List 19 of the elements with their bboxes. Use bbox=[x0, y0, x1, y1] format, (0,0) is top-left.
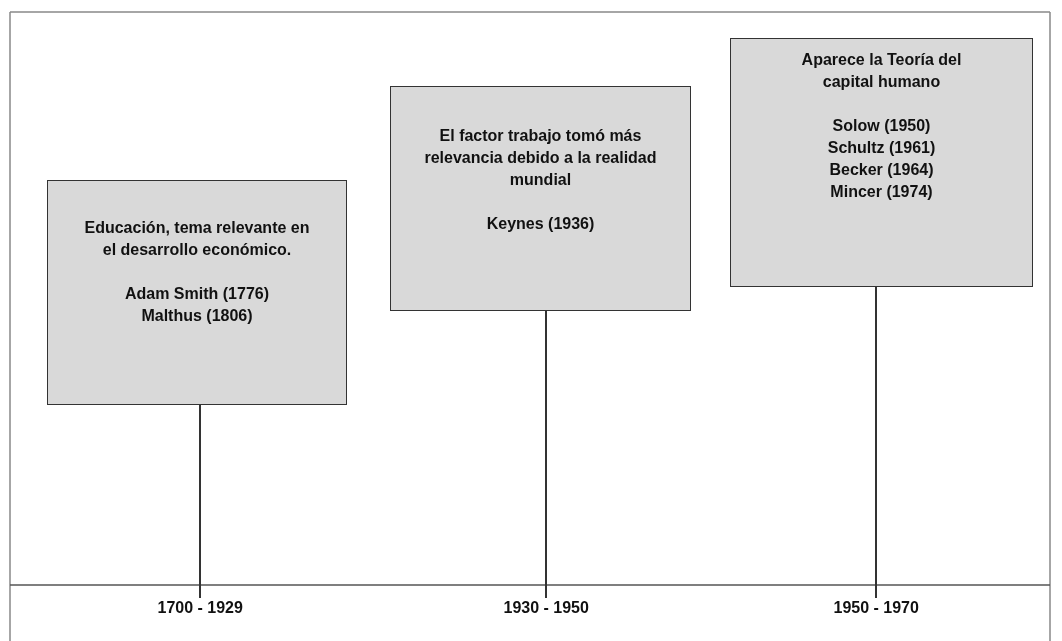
event-description: Educación, tema relevante en el desarrollo económico. bbox=[83, 218, 311, 260]
event-description: El factor trabajo tomó más relevancia debido a la realidad mundial bbox=[423, 126, 658, 190]
author-name: Malthus (1806) bbox=[141, 306, 253, 326]
event-description: Aparece la Teoría del capital humano bbox=[800, 50, 963, 92]
connector-line bbox=[875, 286, 877, 599]
period-label: 1930 - 1950 bbox=[503, 598, 589, 618]
period-label: 1950 - 1970 bbox=[833, 598, 919, 618]
author-name: Solow (1950) bbox=[832, 116, 931, 136]
author-name: Schultz (1961) bbox=[827, 138, 936, 158]
connector-line bbox=[199, 404, 201, 599]
connector-line bbox=[545, 310, 547, 599]
author-name: Mincer (1974) bbox=[830, 182, 933, 202]
event-box bbox=[390, 86, 691, 311]
author-name: Adam Smith (1776) bbox=[124, 284, 269, 304]
author-name: Keynes (1936) bbox=[486, 214, 595, 234]
period-label: 1700 - 1929 bbox=[157, 598, 243, 618]
event-box bbox=[47, 180, 347, 405]
author-name: Becker (1964) bbox=[829, 160, 934, 180]
event-box bbox=[730, 38, 1033, 287]
